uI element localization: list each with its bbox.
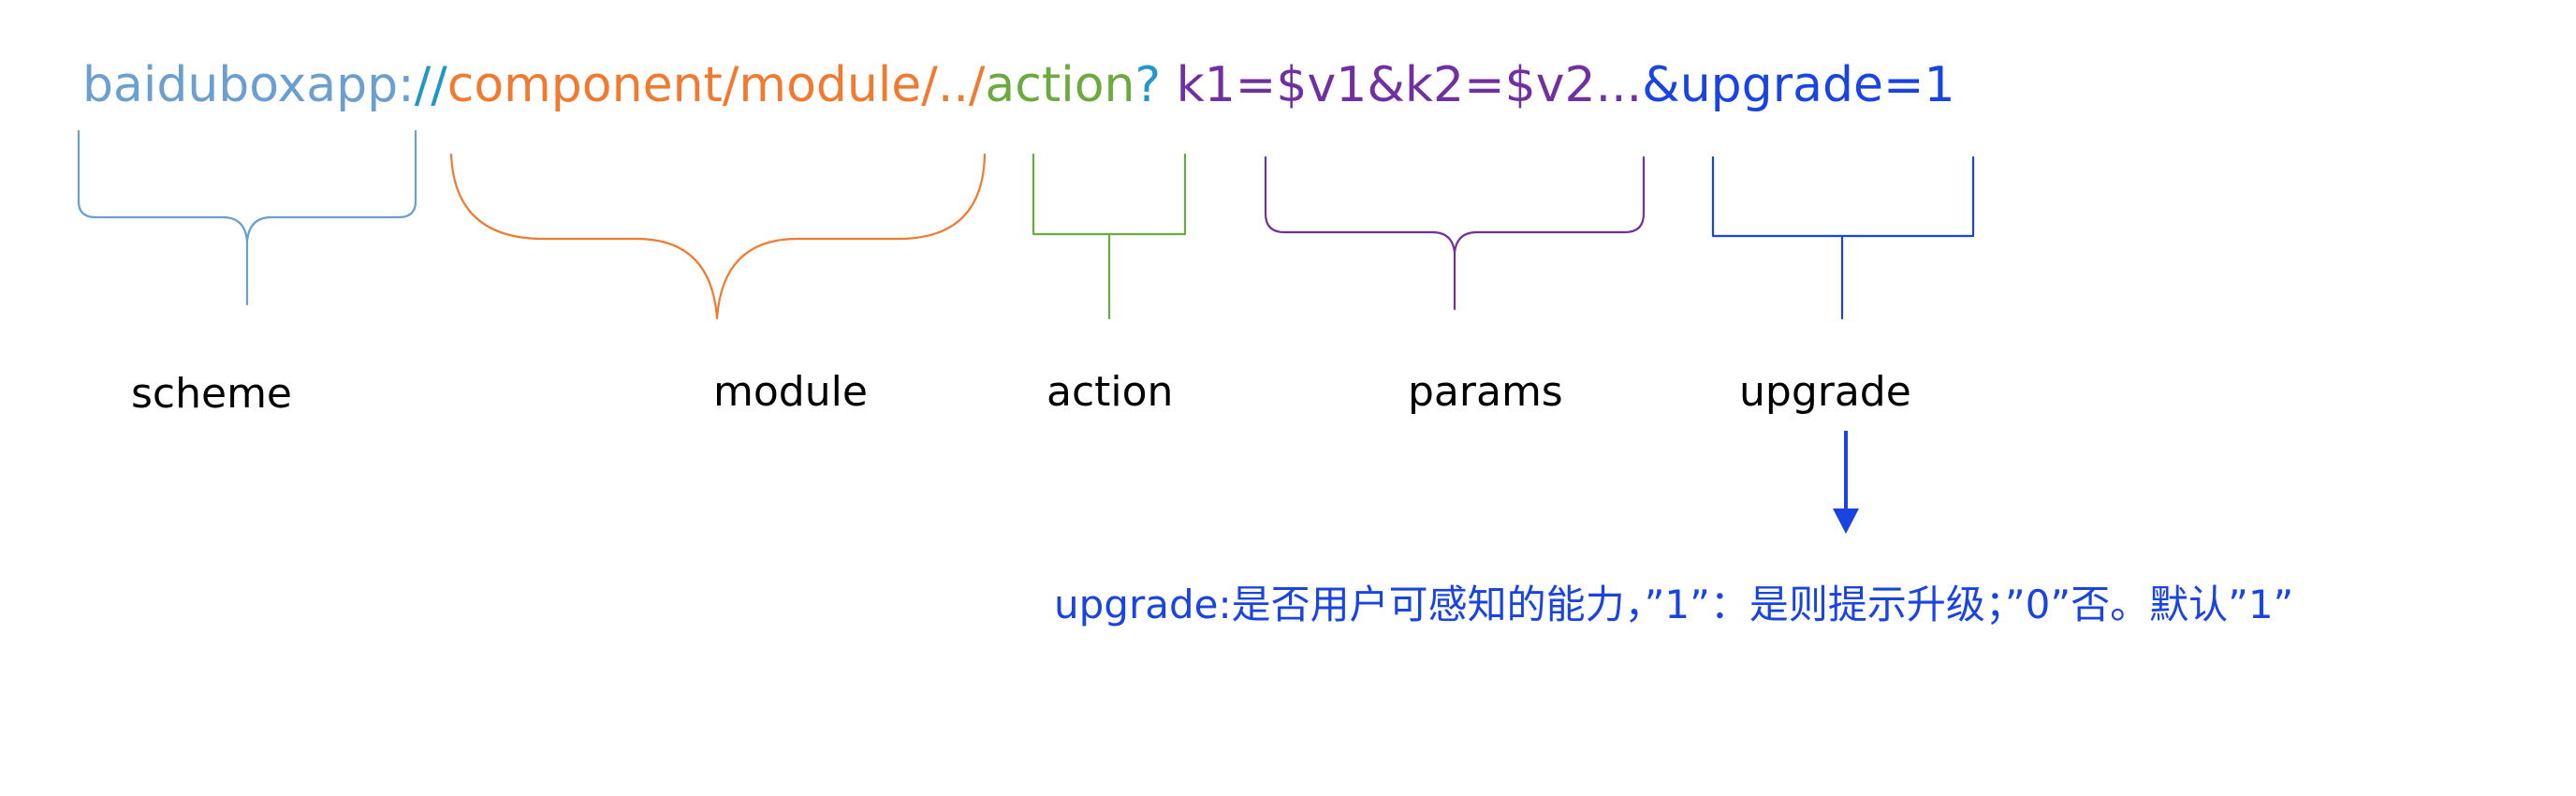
params-brace — [1264, 155, 1646, 311]
module-brace — [449, 153, 987, 320]
url-scheme: baiduboxapp: — [82, 57, 415, 113]
upgrade-note: upgrade:是否用户可感知的能力，”1”：是则提示升级；”0”否。默认”1” — [1054, 582, 2293, 627]
url-line: baiduboxapp://component/module/../action… — [82, 57, 1955, 113]
url-upgrade: &upgrade=1 — [1642, 57, 1954, 113]
label-params: params — [1408, 368, 1563, 416]
label-scheme: scheme — [131, 370, 292, 418]
label-upgrade: upgrade — [1739, 368, 1911, 416]
upgrade-arrow-head — [1833, 509, 1859, 534]
url-separator: // — [415, 57, 448, 113]
url-params: k1=$v1&k2=$v2... — [1177, 57, 1643, 113]
url-question-mark: ? — [1134, 57, 1176, 113]
url-action: action — [985, 57, 1134, 113]
label-action: action — [1046, 368, 1173, 416]
action-bracket — [1032, 153, 1187, 320]
scheme-brace — [77, 129, 417, 306]
label-module: module — [713, 368, 868, 416]
url-module: component/module/../ — [447, 57, 986, 113]
upgrade-bracket — [1711, 155, 1975, 320]
